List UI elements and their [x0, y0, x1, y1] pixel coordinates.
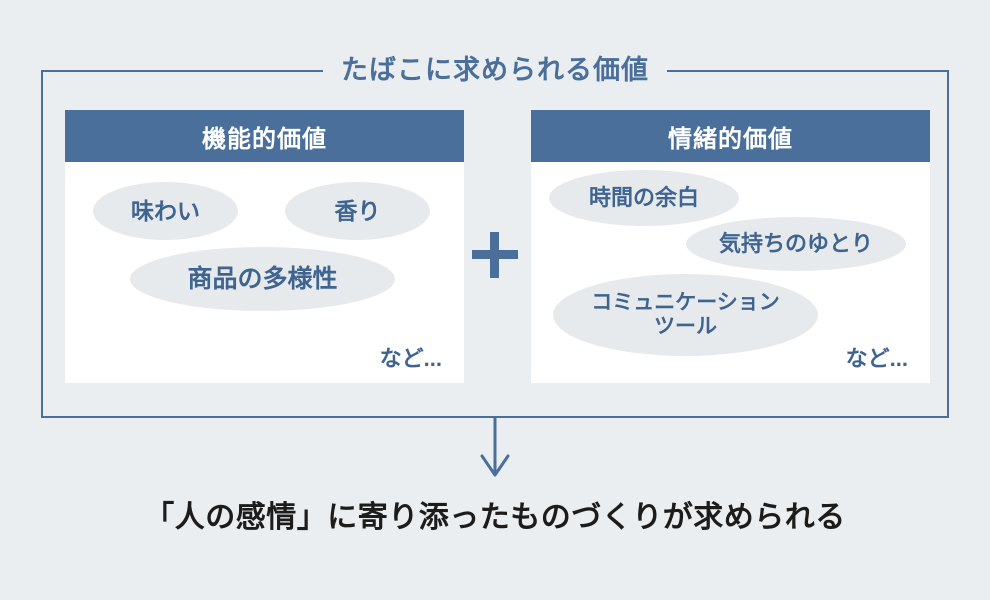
panel-functional-value-header: 機能的価値 [65, 110, 464, 162]
bubble-emotional-2: 気持ちのゆとり [686, 217, 906, 271]
panel-emotional-value: 情緒的価値 時間の余白 気持ちのゆとり コミュニケーション ツール など... [531, 110, 930, 383]
bubble-functional-2: 香り [285, 182, 430, 240]
panel-emotional-value-body: 時間の余白 気持ちのゆとり コミュニケーション ツール など... [531, 162, 930, 383]
plus-icon [472, 232, 518, 278]
conclusion-text: 「人の感情」に寄り添ったものづくりが求められる [144, 501, 846, 534]
panel-functional-value: 機能的価値 味わい 香り 商品の多様性 など... [65, 110, 464, 383]
bubble-emotional-3: コミュニケーション ツール [553, 274, 818, 356]
panel-emotional-value-header: 情緒的価値 [531, 110, 930, 162]
bubble-functional-3: 商品の多様性 [130, 247, 395, 311]
functional-etc-label: など... [379, 346, 442, 371]
down-arrow-icon [477, 416, 513, 478]
panel-functional-value-body: 味わい 香り 商品の多様性 など... [65, 162, 464, 383]
emotional-etc-label: など... [845, 346, 908, 371]
bubble-functional-1: 味わい [93, 182, 238, 240]
bubble-emotional-1: 時間の余白 [549, 170, 739, 226]
plus-icon-vertical-bar [490, 232, 499, 278]
